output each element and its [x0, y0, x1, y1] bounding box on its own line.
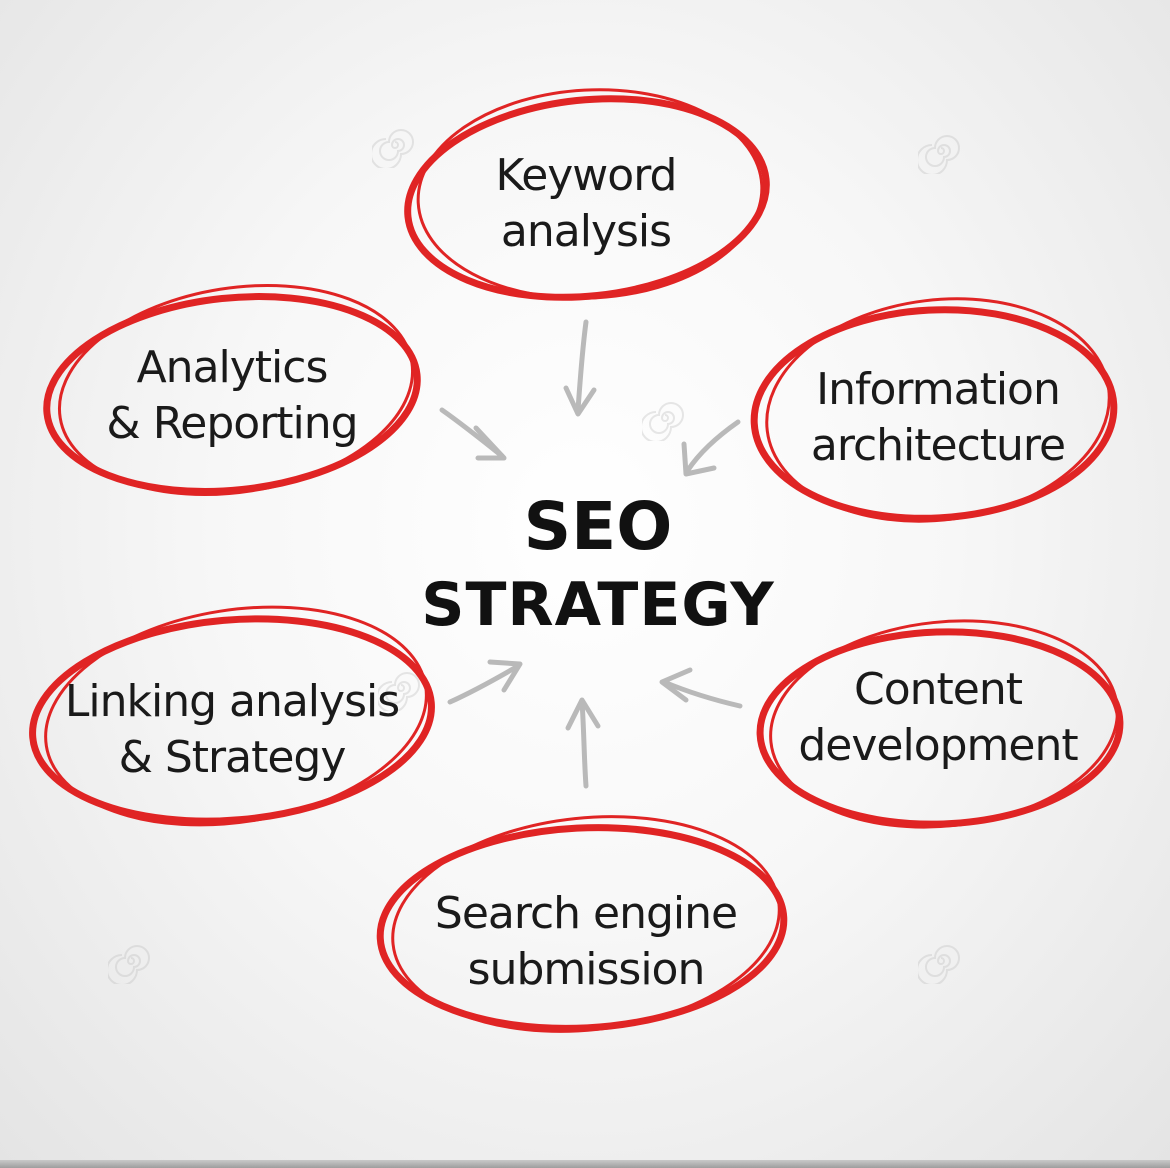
bottom-edge — [0, 1160, 1170, 1168]
ellipse-content-development — [756, 619, 1124, 829]
ellipse-linking-analysis-strategy — [29, 605, 435, 827]
node-linking-analysis-strategy: Linking analysis & Strategy — [64, 674, 400, 786]
spiral-watermark-icon — [108, 945, 150, 984]
spiral-watermark-icon — [918, 945, 960, 984]
hand-drawn-arrow-icon — [565, 697, 601, 789]
node-line2: & Strategy — [118, 732, 347, 783]
spiral-watermark-icon — [918, 135, 960, 174]
node-keyword-analysis: Keyword analysis — [495, 148, 678, 260]
node-line2: & Reporting — [106, 398, 358, 449]
ellipse-search-engine-submission — [376, 815, 788, 1033]
center-title: SEO STRATEGY — [421, 487, 774, 643]
node-analytics-reporting: Analytics & Reporting — [106, 340, 358, 452]
spiral-watermark-icon — [372, 129, 414, 168]
node-search-engine-submission: Search engine submission — [434, 886, 738, 998]
hand-drawn-arrow-icon — [659, 667, 743, 709]
node-line1: Content — [853, 664, 1023, 715]
node-line1: Search engine — [434, 888, 738, 939]
hand-drawn-arrow-icon — [439, 407, 507, 461]
node-line2: analysis — [500, 206, 672, 257]
spiral-watermark-icon — [642, 402, 684, 441]
center-title-line2: STRATEGY — [421, 570, 775, 640]
ellipse-keyword-analysis — [404, 88, 770, 301]
node-line1: Keyword — [495, 150, 678, 201]
node-line1: Linking analysis — [64, 676, 400, 727]
node-information-architecture: Information architecture — [810, 362, 1066, 474]
node-line2: development — [798, 720, 1078, 771]
hand-drawn-arrow-icon — [563, 319, 597, 417]
node-line1: Information — [816, 364, 1061, 415]
node-line2: submission — [467, 944, 706, 995]
hand-drawn-arrow-icon — [447, 659, 523, 705]
node-line2: architecture — [810, 420, 1066, 471]
hand-drawn-arrow-icon — [681, 419, 741, 477]
node-content-development: Content development — [798, 662, 1078, 774]
ellipse-analytics-reporting — [43, 283, 421, 497]
node-line1: Analytics — [136, 342, 329, 393]
spiral-watermark-icon — [378, 672, 420, 711]
ellipse-information-architecture — [750, 297, 1118, 523]
center-title-line1: SEO — [523, 488, 673, 565]
